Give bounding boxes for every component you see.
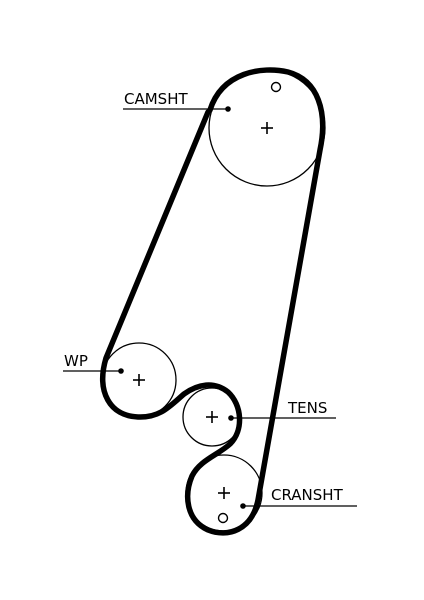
crankshaft-label-group: CRANSHT xyxy=(240,486,357,509)
camshaft-leader-dot xyxy=(225,106,231,112)
camshaft-timing-mark xyxy=(270,81,282,93)
tensioner-pulley xyxy=(182,387,242,447)
timing-belt xyxy=(100,67,326,536)
crankshaft-timing-mark xyxy=(217,512,229,524)
crankshaft-center-cross xyxy=(218,487,230,499)
tensioner-label: TENS xyxy=(287,399,327,417)
camshaft-center-cross xyxy=(261,122,273,134)
tensioner-center-cross xyxy=(206,411,218,423)
tensioner-label-group: TENS xyxy=(228,399,336,421)
crankshaft-leader-dot xyxy=(240,503,246,509)
water-pump-label: WP xyxy=(64,352,88,370)
water-pump-label-group: WP xyxy=(63,352,124,374)
water-pump-leader-dot xyxy=(118,368,124,374)
tensioner-leader-dot xyxy=(228,415,234,421)
water-pump-center-cross xyxy=(133,374,145,386)
crankshaft-label: CRANSHT xyxy=(271,486,344,504)
camshaft-label-group: CAMSHT xyxy=(123,90,231,112)
camshaft-label: CAMSHT xyxy=(124,90,188,108)
